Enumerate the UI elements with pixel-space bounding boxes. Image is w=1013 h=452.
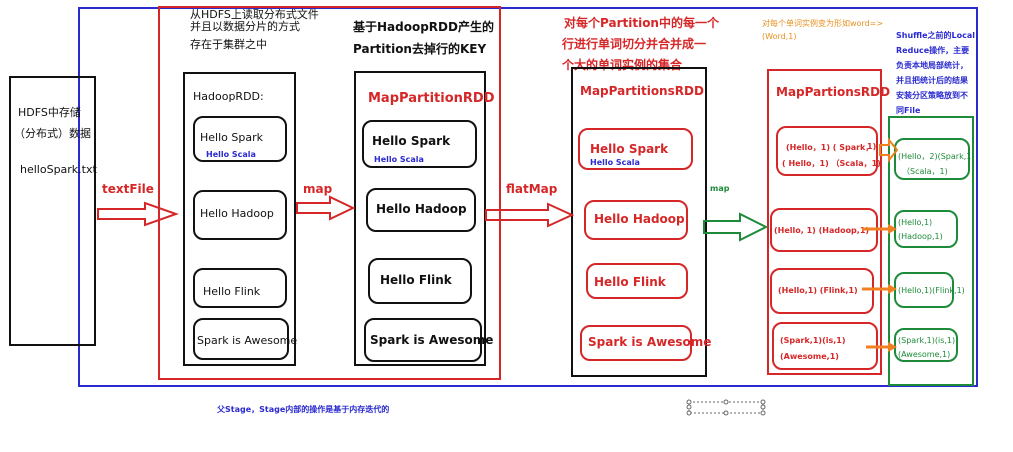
hadoop-p1-text: Hello Spark (200, 131, 263, 144)
pair-partition-1 (776, 126, 878, 176)
hadoop-partition-3 (193, 268, 287, 308)
hdfs-label-1: HDFS中存储 (18, 106, 81, 119)
flatmap-p1-text: Hello Spark (590, 142, 669, 156)
pair-p2-text: (Hello, 1) (Hadoop,1) (774, 226, 870, 235)
flatmap-partition-2 (584, 200, 688, 240)
maprdd-partition-3 (368, 258, 472, 304)
reduce-p1-line2: （Scala，1) (902, 167, 948, 176)
flatmap-p1-sub: Hello Scala (590, 158, 640, 167)
pair-p1-line1-end: 1) (867, 142, 877, 151)
reduce-p1-line1: (Hello，2)(Spark,1) (898, 152, 975, 161)
maprdd-partition-4 (364, 318, 482, 362)
note-shuffle-6: 同File (896, 106, 921, 115)
note-maprdd-1: 基于HadoopRDD产生的 (353, 20, 494, 34)
reduce-partition-4 (894, 328, 958, 362)
flatmap-partition-3 (586, 263, 688, 299)
note-shuffle-1: Shuffle之前的Local (896, 31, 975, 40)
hdfs-storage-box (9, 76, 96, 346)
pair-p1-line2: ( Hello，1) （Scala，1) (782, 159, 881, 168)
map-arrow-1 (296, 195, 356, 221)
maprdd-p1-text: Hello Spark (372, 134, 451, 148)
note-shuffle-2: Reduce操作，主要 (896, 46, 970, 55)
note-shuffle-5: 安装分区策略放到不 (896, 91, 968, 100)
hdfs-file-name: helloSpark.txt (20, 163, 97, 176)
stage-boundary (78, 7, 978, 387)
maprdd-p3-text: Hello Flink (380, 273, 452, 287)
note-shuffle-4: 并且把统计后的结果 (896, 76, 968, 85)
hadoop-p3-text: Hello Flink (203, 285, 261, 298)
selection-handles[interactable] (686, 399, 766, 416)
textfile-label: textFile (102, 182, 154, 196)
hadoop-p4-text: Spark is Awesome (197, 334, 298, 347)
note-hdfs-read-1: 从HDFS上读取分布式文件 (190, 8, 319, 21)
reduce-p2-line1: (Hello,1) (898, 218, 933, 227)
map-arrow-2 (703, 212, 769, 242)
maprdd-p1-sub: Hello Scala (374, 155, 424, 164)
maprdd-partition-1 (362, 120, 477, 168)
hadoop-partition-1 (193, 116, 287, 162)
pair-p3-text: (Hello,1) (Flink,1) (778, 286, 858, 295)
hdfs-label-2: （分布式）数据 (14, 127, 91, 140)
hadoop-rdd-box (183, 72, 296, 366)
local-reduce-box (888, 116, 974, 386)
pair-partition-3 (770, 268, 874, 314)
hadoop-p2-text: Hello Hadoop (200, 207, 274, 220)
pair-p4-line2: (Awesome,1) (780, 352, 839, 361)
note-shuffle-3: 负责本地局部统计， (896, 61, 968, 70)
flatmap-partition-4 (580, 325, 692, 361)
maprdd-partition-2 (366, 188, 476, 232)
textfile-arrow (97, 201, 179, 227)
read-stage-group (158, 6, 501, 380)
map-partions-rdd-title: MapPartionsRDD (776, 85, 891, 99)
hadoop-partition-4 (193, 318, 289, 360)
hadoop-rdd-title: HadoopRDD: (193, 90, 264, 103)
hadoop-partition-2 (193, 190, 287, 240)
maprdd-p4-text: Spark is Awesome (370, 333, 494, 347)
map-label-1: map (303, 182, 333, 196)
pair-p4-line1: (Spark,1)(is,1) (780, 336, 846, 345)
map-partions-rdd-box (767, 69, 882, 375)
note-word-1: 对每个单词实例变为形如word=> (762, 19, 884, 28)
flatmap-p4-text: Spark is Awesome (588, 335, 712, 349)
flatmap-label: flatMap (506, 182, 558, 196)
note-hdfs-read-2: 并且以数据分片的方式 (190, 20, 300, 33)
flatmap-arrow (485, 202, 575, 228)
orange-arrow-2 (862, 224, 897, 234)
flatmap-p3-text: Hello Flink (594, 275, 666, 289)
maprdd-p2-text: Hello Hadoop (376, 202, 467, 216)
note-partition-2: 行进行单词切分并合并成一 (562, 37, 707, 51)
flatmap-p2-text: Hello Hadoop (594, 212, 685, 226)
orange-arrow-1 (879, 137, 899, 163)
orange-arrow-3 (862, 284, 897, 294)
map-partitions-rdd-title: MapPartitionsRDD (580, 84, 704, 98)
reduce-p2-line2: (Hadoop,1) (898, 232, 943, 241)
pair-p1-line1: (Hello，1) ( Spark， (786, 143, 874, 152)
orange-arrow-4 (866, 342, 897, 352)
map-partition-rdd-title: MapPartitionRDD (368, 91, 495, 106)
note-hdfs-read-3: 存在于集群之中 (190, 38, 267, 51)
flatmap-partition-1 (578, 128, 693, 170)
note-partition-1: 对每个Partition中的每一个 (564, 16, 719, 30)
stage-note: 父Stage，Stage内部的操作是基于内存迭代的 (217, 405, 390, 414)
reduce-p4-line1: (Spark,1)(is,1) (898, 336, 956, 345)
reduce-p4-line2: (Awesome,1) (898, 350, 951, 359)
hadoop-p1-sub: Hello Scala (206, 150, 256, 159)
reduce-p3-text: (Hello,1)(Flink,1) (898, 286, 965, 295)
note-maprdd-2: Partition去掉行的KEY (353, 42, 487, 56)
note-word-2: (Word,1) (762, 32, 797, 41)
reduce-partition-1 (894, 138, 970, 180)
map-label-2: map (710, 184, 730, 193)
